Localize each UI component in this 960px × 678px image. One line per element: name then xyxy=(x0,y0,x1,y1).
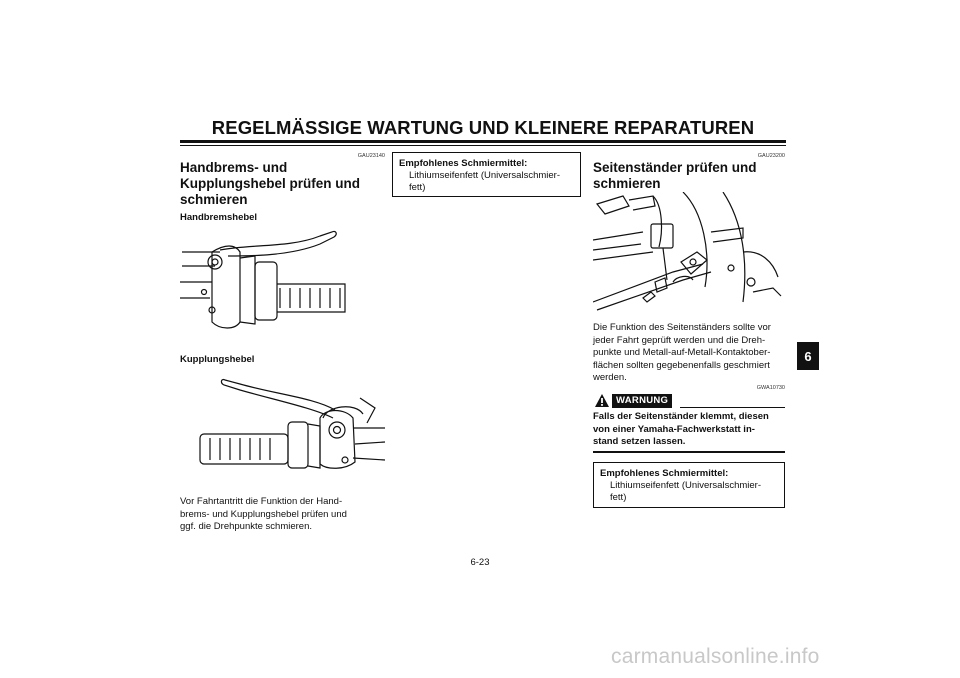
paragraph-line: brems- und Kupplungshebel prüfen und xyxy=(180,508,347,520)
warning-line: von einer Yamaha-Fachwerkstatt in- xyxy=(593,423,755,435)
lubricant-box-line: fett) xyxy=(409,182,426,193)
warning-line: stand setzen lassen. xyxy=(593,436,686,447)
heading-line: Seitenständer prüfen und xyxy=(593,160,757,175)
warning-line: Falls der Seitenständer klemmt, diesen xyxy=(593,411,769,422)
warning-code: GWA10730 xyxy=(756,385,785,391)
lubricant-box-line: Lithiumseifenfett (Universalschmier- xyxy=(409,170,560,181)
subheading-clutch-lever: Kupplungshebel xyxy=(180,354,255,365)
page-title: REGELMÄSSIGE WARTUNG UND KLEINERE REPARA… xyxy=(211,117,755,138)
warning-triangle-icon xyxy=(595,394,609,407)
subheading-brake-lever: Handbremshebel xyxy=(180,212,258,223)
page-number: 6-23 xyxy=(470,557,490,568)
paragraph-line: Die Funktion des Seitenständers sollte v… xyxy=(593,322,771,333)
lubricant-box: Empfohlenes Schmiermittel: Lithiumseifen… xyxy=(392,152,581,197)
paragraph-line: punkte und Metall-auf-Metall-Kontaktober… xyxy=(593,347,771,358)
paragraph-line: werden. xyxy=(593,372,627,383)
heading-line: schmieren xyxy=(593,176,661,191)
header-rule xyxy=(180,140,786,143)
heading-line: Kupplungshebel prüfen und xyxy=(180,176,360,191)
sidestand-illustration xyxy=(593,192,782,311)
section-code: GAU23200 xyxy=(757,153,785,159)
warning-label: WARNUNG xyxy=(612,394,673,408)
heading-line: Handbrems- und xyxy=(180,160,288,175)
sidestand-paragraph: Die Funktion des Seitenständers sollte v… xyxy=(593,322,788,385)
paragraph-line: Vor Fahrtantritt die Funktion der Hand- xyxy=(180,496,343,507)
section-code: GAU23140 xyxy=(357,153,385,159)
warning-rule-top xyxy=(680,407,785,408)
levers-paragraph: Vor Fahrtantritt die Funktion der Hand- … xyxy=(180,496,385,534)
heading-line: schmieren xyxy=(180,192,248,207)
brake-lever-illustration xyxy=(180,230,346,329)
paragraph-line: ggf. die Drehpunkte schmieren. xyxy=(180,521,313,532)
lubricant-box-title: Empfohlenes Schmiermittel: xyxy=(399,158,528,169)
lubricant-box: Empfohlenes Schmiermittel: Lithiumseifen… xyxy=(593,462,785,508)
chapter-tab: 6 xyxy=(797,342,819,370)
lubricant-box-title: Empfohlenes Schmiermittel: xyxy=(600,468,729,479)
warning-text: Falls der Seitenständer klemmt, diesen v… xyxy=(593,411,785,449)
clutch-lever-illustration xyxy=(199,378,385,469)
section-heading-levers: Handbrems- und Kupplungshebel prüfen und… xyxy=(180,160,390,208)
warning-rule-bottom xyxy=(593,451,785,453)
watermark: carmanualsonline.info xyxy=(611,645,820,668)
section-heading-sidestand: Seitenständer prüfen und schmieren xyxy=(593,160,783,192)
paragraph-line: jeder Fahrt geprüft werden und die Dreh- xyxy=(593,334,766,346)
header-rule-thin xyxy=(180,145,786,146)
paragraph-line: flächen sollten gegebenenfalls geschmier… xyxy=(593,359,770,371)
lubricant-box-line: fett) xyxy=(610,492,627,503)
lubricant-box-line: Lithiumseifenfett (Universalschmier- xyxy=(610,480,761,491)
